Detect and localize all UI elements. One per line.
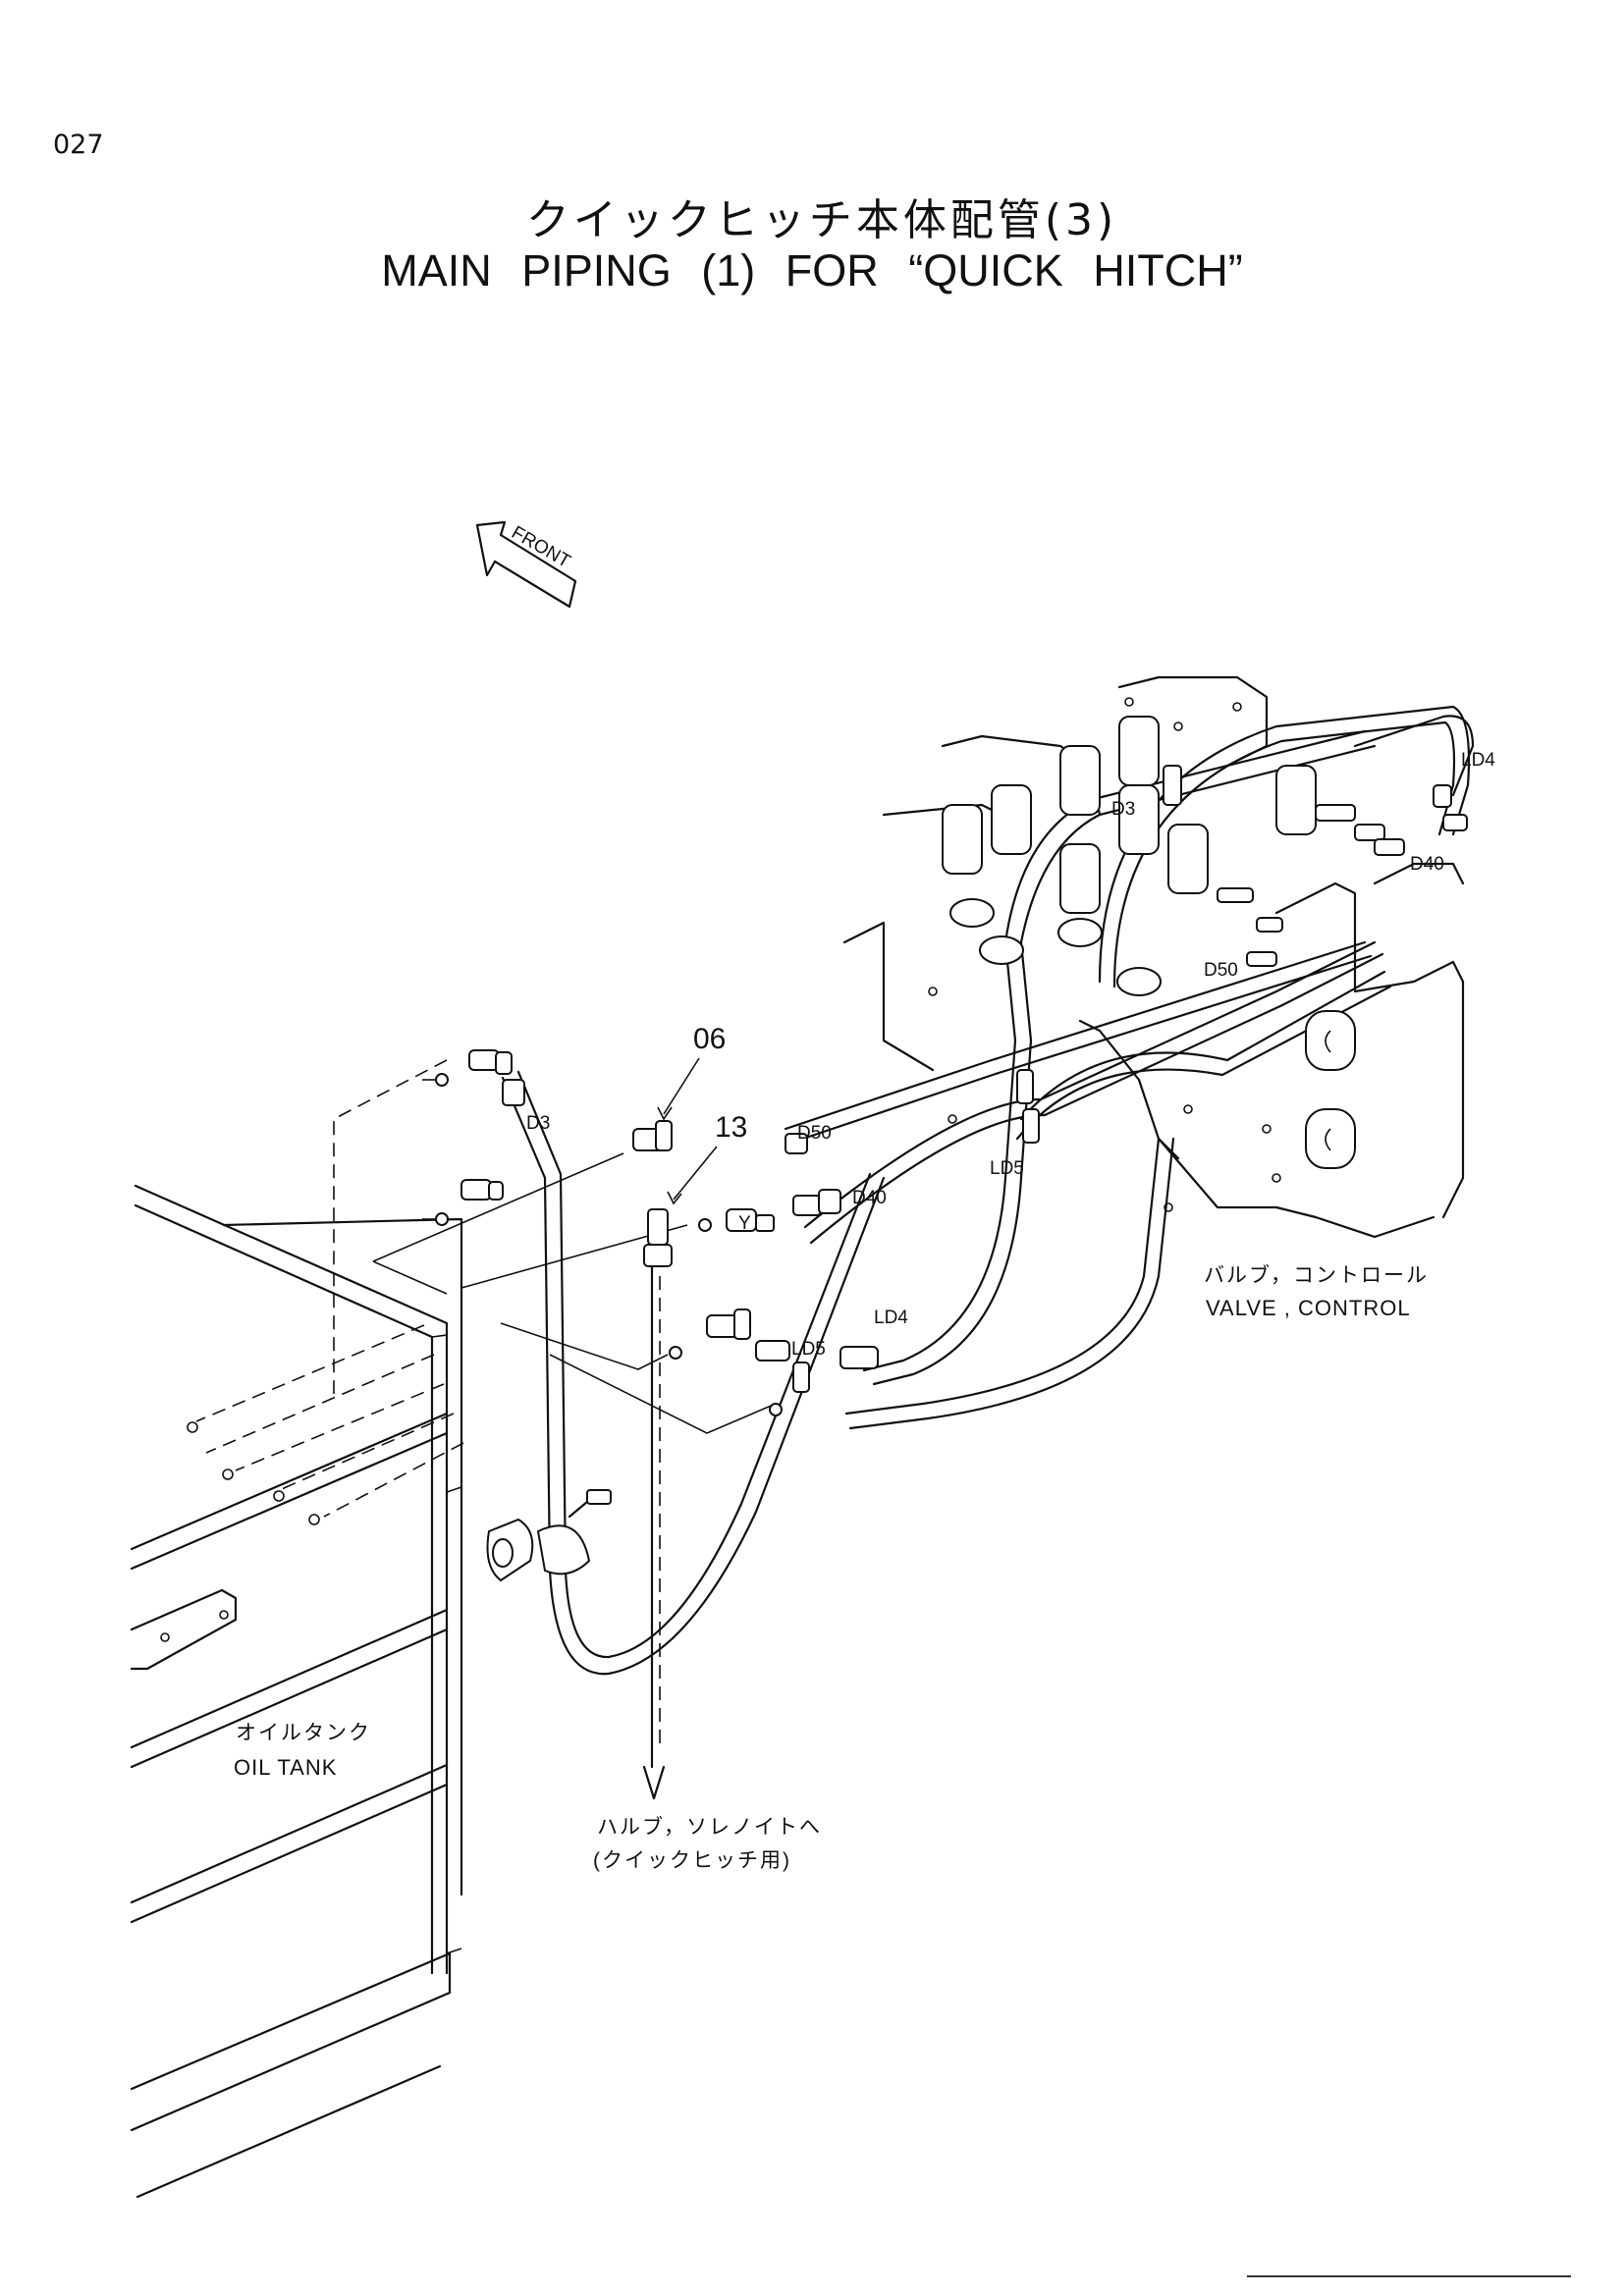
front-arrow-icon: FRONT [475, 520, 577, 609]
front-label: FRONT [508, 522, 574, 572]
mounting-dash-lines [187, 1059, 777, 1525]
page-title-japanese: クイックヒッチ本体配管(3) [525, 195, 1118, 245]
hose-clamp [486, 1489, 612, 1582]
hose-label-ld4-bottom: LD4 [874, 1308, 908, 1328]
callout-13: 13 [715, 1111, 747, 1144]
hose-label-ld4-top: LD4 [1461, 750, 1495, 771]
hose-bundle [784, 705, 1475, 1430]
caption-tank-en: OIL TANK [234, 1755, 337, 1780]
hose-label-ld5-mid: LD5 [990, 1158, 1024, 1179]
down-arrow-icon [642, 1264, 666, 1800]
caption-valve-jp: バルブ，コントロール [1204, 1264, 1429, 1287]
callout-06: 06 [693, 1023, 726, 1055]
loose-fittings [422, 1049, 879, 1416]
caption-solenoid-sub-jp: (クイックヒッチ用) [593, 1849, 791, 1872]
hose-label-ld5-bottom: LD5 [791, 1339, 826, 1360]
hose-label-d3-left: D3 [526, 1113, 550, 1134]
callout-leaders [657, 1057, 718, 1205]
page-title-english: MAIN PIPING (1) FOR “QUICK HITCH” [381, 245, 1243, 295]
valve-fittings [1016, 765, 1468, 1144]
caption-solenoid-jp: ハルブ，ソレノイトへ [597, 1816, 822, 1839]
hose-label-d40-top: D40 [1410, 854, 1444, 875]
caption-tank-jp: オイルタンク [236, 1722, 371, 1744]
footer-rule [1247, 2275, 1571, 2277]
page-number: 027 [53, 130, 104, 160]
oil-tank [130, 1184, 463, 2199]
fitting-mark-y: Y [738, 1213, 751, 1234]
hose-d3-left [501, 1070, 886, 1676]
hose-label-d3-top: D3 [1111, 799, 1135, 820]
control-valve [842, 675, 1465, 1239]
hose-label-d40-mid: D40 [852, 1188, 887, 1208]
hose-label-d50-top: D50 [1204, 960, 1238, 981]
caption-valve-en: VALVE , CONTROL [1206, 1296, 1411, 1320]
hose-label-d50-mid: D50 [797, 1123, 832, 1144]
